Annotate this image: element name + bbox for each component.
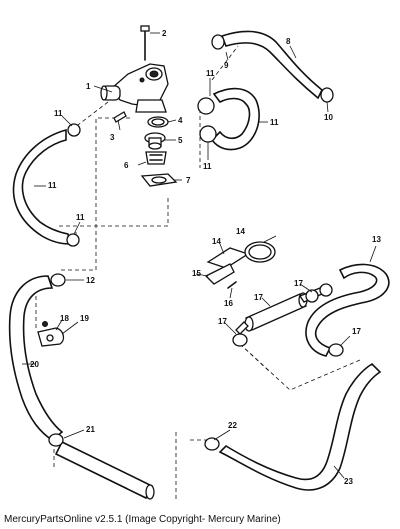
- leader-lines: [22, 32, 377, 479]
- callout-23: 14: [236, 227, 245, 236]
- clamp-23: [244, 241, 276, 263]
- gasket-ring: [147, 116, 169, 128]
- callout-13: 11: [270, 118, 279, 127]
- callouts: 1 2 3 4 5 6 7 8 9 10 11 11 11 11 11 11 1…: [30, 29, 381, 486]
- callout-17: 9: [224, 61, 229, 70]
- image-caption: MercuryPartsOnline v2.5.1 (Image Copyrig…: [4, 514, 281, 525]
- callout-2: 3: [110, 133, 115, 142]
- small-screw: [113, 111, 127, 123]
- screw-24: [227, 281, 237, 289]
- callout-5: 5: [178, 136, 183, 145]
- hose-clamps: [48, 34, 344, 451]
- callout-17: 11: [54, 109, 63, 118]
- callout-17: 11: [76, 213, 85, 222]
- hose-10: [305, 263, 390, 357]
- callout-11: 17: [218, 317, 227, 326]
- thermostat: [144, 132, 166, 150]
- callout-24: 16: [224, 299, 233, 308]
- callout-21: 15: [192, 269, 201, 278]
- callout-17: 10: [324, 113, 333, 122]
- assembly-guide-lines: [35, 45, 361, 500]
- callout-22: 14: [212, 237, 221, 246]
- callout-7: 2: [162, 29, 167, 38]
- thermostat-insert: [145, 151, 167, 165]
- bracket-18: [37, 327, 65, 347]
- screw-19: [42, 321, 48, 327]
- base-gasket: [140, 173, 178, 187]
- thermostat-housing: [100, 63, 169, 113]
- hose-9: [218, 362, 382, 491]
- callout-15: 11: [48, 181, 57, 190]
- housing-bolt: [140, 25, 150, 61]
- callout-20: 17: [254, 293, 263, 302]
- callout-14: 11: [206, 69, 215, 78]
- hose-8: [8, 275, 64, 441]
- lower-pipe: [54, 440, 155, 500]
- exploded-parts-diagram: 1 2 3 4 5 6 7 8 9 10 11 11 11 11 11 11 1…: [8, 25, 390, 500]
- hose-13: [210, 87, 260, 151]
- callout-11: 12: [86, 276, 95, 285]
- callout-11: 21: [86, 425, 95, 434]
- callout-16: 8: [286, 37, 291, 46]
- callout-19: 18: [60, 314, 69, 323]
- callout-6: 6: [124, 161, 129, 170]
- callout-12: 17: [352, 327, 361, 336]
- callout-1: 1: [86, 82, 91, 91]
- hose-15: [12, 128, 71, 245]
- callout-4: 7: [186, 176, 191, 185]
- callout-11: 17: [294, 279, 303, 288]
- callout-8: 20: [30, 360, 39, 369]
- bracket-21: [204, 263, 235, 285]
- callout-14: 11: [203, 162, 212, 171]
- hose-16: [220, 30, 324, 100]
- callout-11: 22: [228, 421, 237, 430]
- callout-3: 4: [178, 116, 183, 125]
- callout-10: 13: [372, 235, 381, 244]
- callout-9: 23: [344, 477, 353, 486]
- callout-18: 19: [80, 314, 89, 323]
